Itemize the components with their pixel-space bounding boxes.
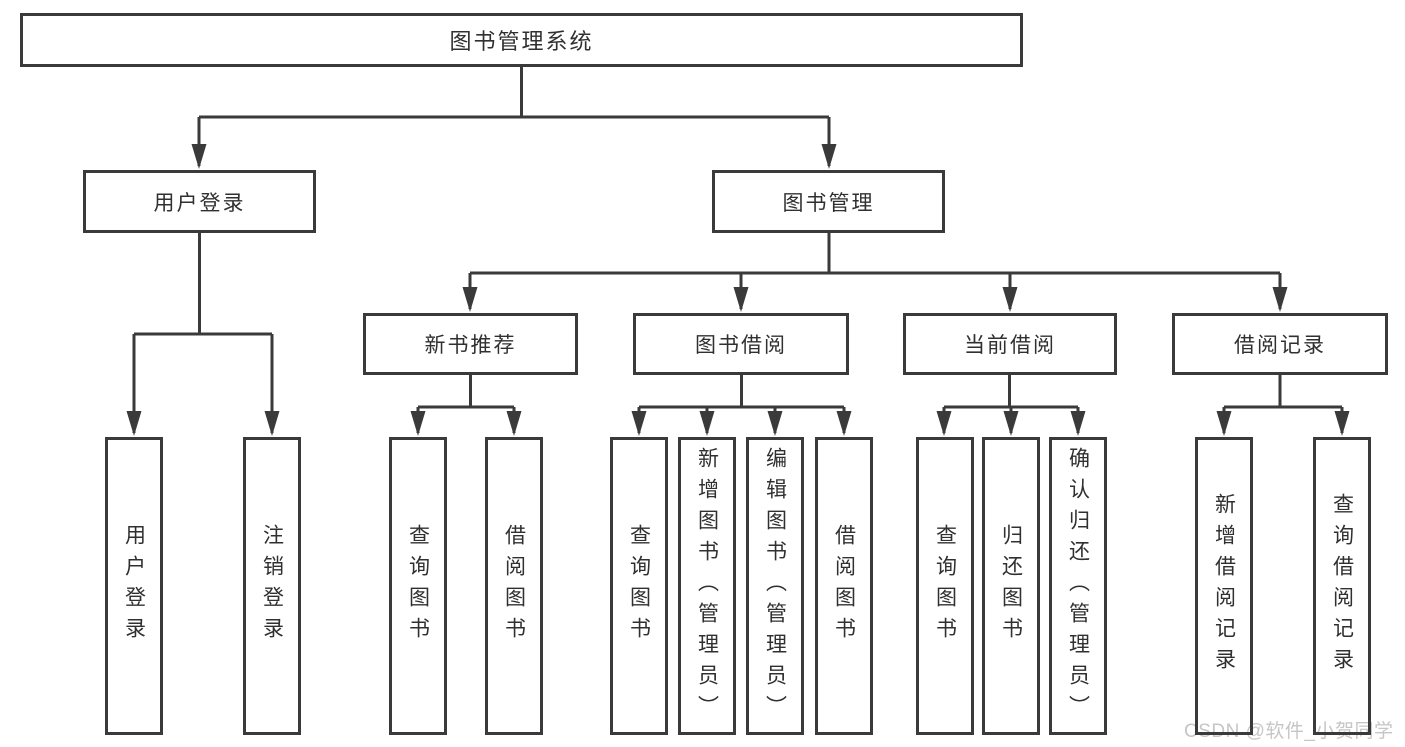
node-root: 图书管理系统 [20, 13, 1023, 67]
connector-borrowing-records [1216, 375, 1350, 436]
leaf-add-borrow-record: 新增借阅记录 [1195, 437, 1253, 735]
connector-book-borrowing [631, 375, 852, 436]
node-book-borrowing: 图书借阅 [633, 313, 849, 375]
leaf-query-borrow-record: 查询借阅记录 [1313, 437, 1371, 735]
leaf-query-books-recommend: 查询图书 [389, 437, 447, 735]
leaf-add-book-admin: 新增图书（管理员） [678, 437, 736, 735]
leaf-query-books-current: 查询图书 [916, 437, 974, 735]
connector-user-login [126, 233, 280, 436]
leaf-return-books: 归还图书 [982, 437, 1040, 735]
node-borrowing-records: 借阅记录 [1172, 313, 1388, 375]
leaf-borrow-books-recommend: 借阅图书 [485, 437, 543, 735]
node-current-borrowing: 当前借阅 [903, 313, 1117, 375]
node-new-book-recommendation: 新书推荐 [363, 313, 578, 375]
leaf-user-login: 用户登录 [105, 437, 163, 735]
node-book-management: 图书管理 [712, 170, 945, 233]
leaf-query-books-borrowing: 查询图书 [610, 437, 668, 735]
csdn-watermark: CSDN @软件_小贺同学 [1184, 721, 1394, 742]
node-user-login: 用户登录 [83, 170, 316, 233]
leaf-logout: 注销登录 [243, 437, 301, 735]
leaf-borrow-books-borrowing: 借阅图书 [815, 437, 873, 735]
connector-root [191, 67, 837, 169]
leaf-confirm-return-admin: 确认归还（管理员） [1049, 437, 1107, 735]
connector-current-borrowing [936, 375, 1086, 436]
leaf-edit-book-admin: 编辑图书（管理员） [746, 437, 804, 735]
connector-new-book-recommendation [410, 375, 522, 436]
connector-book-management [462, 232, 1288, 312]
